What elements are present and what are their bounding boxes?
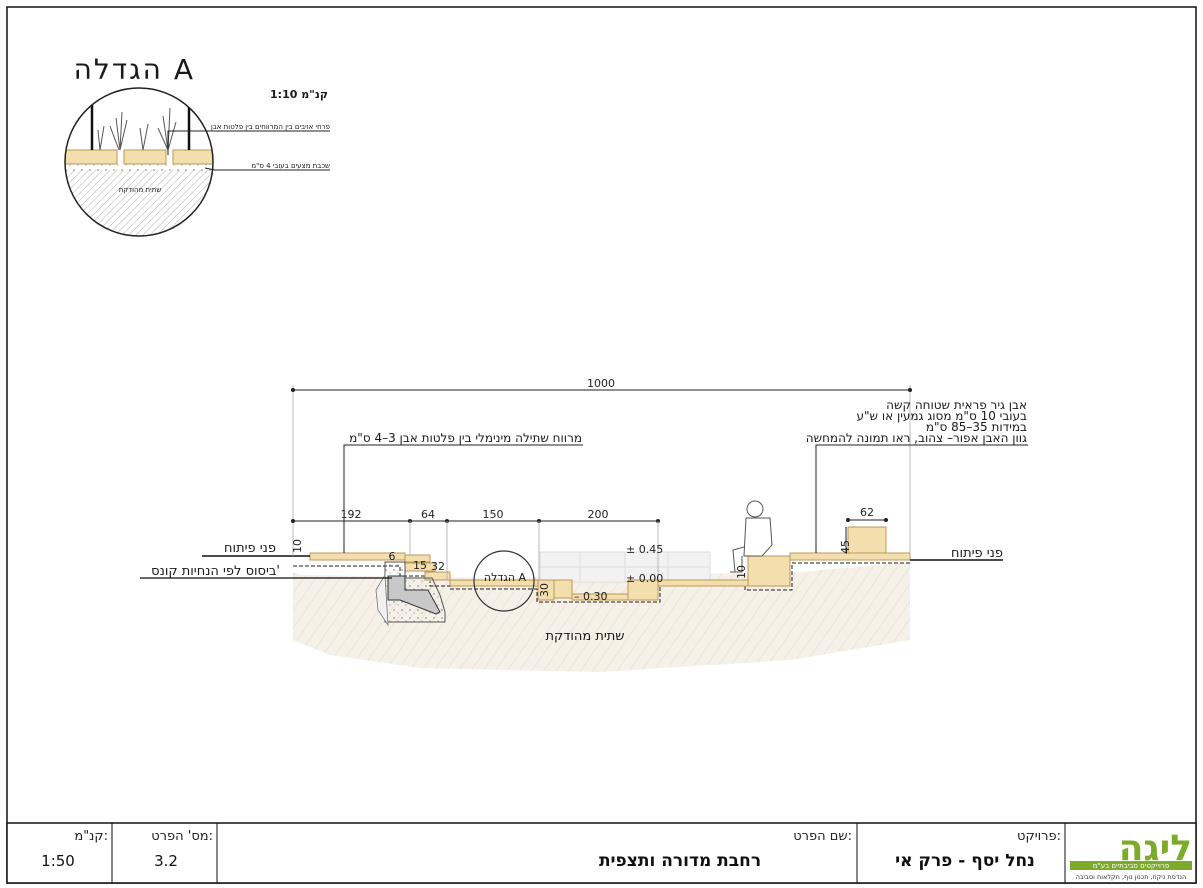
enlarge-marker	[473, 550, 535, 612]
callout-stone-2: בעובי 10 ס"מ מסוג גמעין או ש"ע	[856, 409, 1027, 423]
dim-10-left: 10	[291, 539, 304, 553]
dim-30: 30	[538, 583, 551, 597]
enlarge-soil	[65, 170, 213, 236]
foundation-label: ביסוס לפי הנחיות קונס'	[151, 564, 280, 579]
tb-scale-label: קנ"מ:	[74, 829, 108, 844]
enlarge-callout-bedding: שכבת מצעים בעובי 4 ס"מ	[251, 162, 330, 170]
callout-stone-3: במידות 35–85 ס"מ	[926, 420, 1027, 434]
dim-45: 45	[839, 540, 852, 554]
stone-pit	[553, 579, 573, 599]
enlarge-soil-label: שתית מהודקת	[119, 186, 162, 194]
dim-total: 1000	[587, 377, 615, 390]
enlarge-tag: הגדלה A	[484, 571, 527, 584]
finish-label-right: פני פיתוח	[951, 546, 1003, 561]
tb-project-label: פרויקט:	[1017, 829, 1061, 844]
dim-32: 32	[431, 560, 445, 573]
tb-project-value: נחל יסף - פרק אי	[895, 851, 1035, 871]
level-030: – 0.30	[574, 590, 608, 603]
tb-detail-no-label: מס' הפרט:	[151, 829, 213, 844]
callout-gap-leader	[343, 444, 583, 553]
enlarge-stone-3	[172, 149, 213, 165]
stone-lower-2	[627, 579, 659, 601]
dim-15: 15	[413, 559, 427, 572]
tb-detail-name-value: רחבת מדורה ותצפית	[599, 851, 761, 871]
dim-10-right: 10	[735, 565, 748, 579]
stone-seat	[747, 555, 791, 587]
foundation-wall	[387, 575, 441, 615]
enlarge-scale: קנ"מ 1:10	[270, 88, 328, 101]
stone-lower-3	[657, 579, 749, 587]
enlarge-circle	[64, 87, 214, 237]
person-icon	[730, 500, 773, 573]
enlarge-bedding	[65, 163, 213, 172]
tb-scale-value: 1:50	[41, 852, 75, 870]
stone-block-62	[847, 526, 887, 554]
dim-64: 64	[421, 508, 435, 521]
grass-icon	[97, 107, 177, 151]
main-section: הגדלה A פני פיתוח פני פיתוח ביסוס לפי הנ…	[140, 377, 1028, 672]
stone-upper-2	[404, 554, 431, 563]
level-000: ± 0.00	[626, 572, 663, 585]
enlarge-stone-1	[65, 149, 118, 165]
dim-62: 62	[860, 506, 874, 519]
enlarge-callout-grass: פרחי אויבים בין המרווחים בין פלטות אבן	[211, 123, 330, 131]
company-logo: ליגה פרוייקטים סביבתיים בע"מ הנדסת ניקוז…	[1070, 828, 1192, 881]
subgrade-label: שתית מהודקת	[545, 629, 624, 644]
finish-label-left: פני פיתוח	[224, 541, 276, 556]
callout-gap: מרווח שתילה מינימלי בין פלטות אבן 3–4 ס"…	[349, 431, 582, 445]
tb-detail-name-label: שם הפרט:	[793, 829, 852, 844]
dim-150: 150	[483, 508, 504, 521]
dim-6: 6	[389, 550, 396, 563]
logo-sub2: הנדסת ניקוז, תכנון נוף, חקלאות וסביבה	[1076, 873, 1187, 881]
enlargement-detail: הגדלה A שתית מהודקת קנ"מ 1:10 פרחי אויבי…	[64, 53, 330, 237]
dim-200: 200	[588, 508, 609, 521]
tb-detail-no-value: 3.2	[154, 852, 178, 870]
title-block: קנ"מ: 1:50 מס' הפרט: 3.2 שם הפרט: רחבת מ…	[6, 822, 1197, 884]
level-045: ± 0.45	[626, 543, 663, 556]
callout-stone-4: גוון האבן אפור– צהוב, ראו תמונה להמחשה	[806, 431, 1027, 445]
logo-sub1: פרוייקטים סביבתיים בע"מ	[1093, 862, 1170, 870]
callout-stone-1: אבן גיר פראית שטוחה קשה	[886, 398, 1027, 412]
enlargement-title: הגדלה A	[74, 53, 195, 86]
enlarge-stone-2	[123, 149, 167, 165]
stone-step-2	[424, 571, 451, 581]
dim-192: 192	[341, 508, 362, 521]
callout-stone-leader	[815, 444, 1028, 553]
